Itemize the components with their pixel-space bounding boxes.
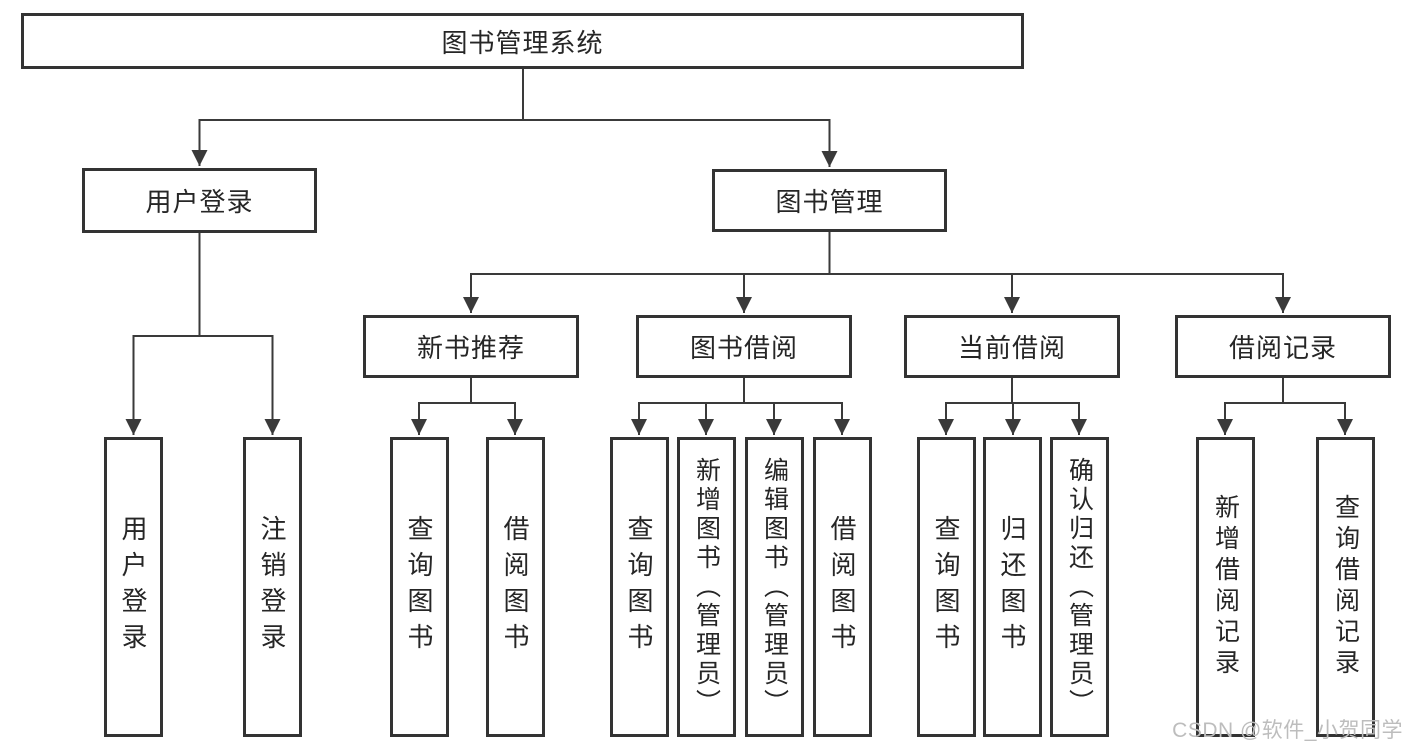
node-leaf-query-borrow-record: 查询借阅记录 (1316, 437, 1375, 737)
node-leaf-current-query-label: 查询图书 (931, 515, 961, 659)
node-root: 图书管理系统 (21, 13, 1024, 69)
node-book-management-label: 图书管理 (775, 187, 884, 217)
node-root-label: 图书管理系统 (441, 27, 604, 58)
node-borrowing-records-label: 借阅记录 (1228, 333, 1337, 363)
node-leaf-add-borrow-record-label: 新增借阅记录 (1211, 494, 1240, 680)
node-current-borrowing-label: 当前借阅 (957, 333, 1066, 363)
connector-borrow-records-to-leaves (1217, 378, 1353, 435)
node-leaf-return-book-label: 归还图书 (997, 515, 1027, 659)
node-leaf-user-login: 用户登录 (104, 437, 163, 737)
node-leaf-newbooks-query: 查询图书 (390, 437, 449, 737)
node-leaf-add-borrow-record: 新增借阅记录 (1196, 437, 1255, 737)
node-user-login-label: 用户登录 (145, 187, 254, 217)
node-leaf-add-book-admin-label: 新增图书（管理员） (692, 456, 721, 718)
node-borrowing-records: 借阅记录 (1175, 315, 1391, 378)
node-leaf-logout: 注销登录 (243, 437, 302, 737)
node-leaf-confirm-return-admin: 确认归还（管理员） (1050, 437, 1109, 737)
node-leaf-newbooks-query-label: 查询图书 (404, 515, 434, 659)
node-leaf-current-query: 查询图书 (917, 437, 976, 737)
node-leaf-return-book: 归还图书 (983, 437, 1042, 737)
node-new-book-recommend-label: 新书推荐 (416, 333, 525, 363)
node-leaf-edit-book-admin: 编辑图书（管理员） (745, 437, 804, 737)
node-leaf-borrow-query-label: 查询图书 (624, 515, 654, 659)
node-book-borrowing: 图书借阅 (636, 315, 852, 378)
connector-current-borrow-to-leaves (938, 378, 1087, 435)
node-leaf-user-login-label: 用户登录 (118, 515, 148, 659)
node-leaf-borrow-query: 查询图书 (610, 437, 669, 737)
node-current-borrowing: 当前借阅 (904, 315, 1120, 378)
node-book-borrowing-label: 图书借阅 (689, 333, 798, 363)
node-new-book-recommend: 新书推荐 (363, 315, 579, 378)
node-book-management: 图书管理 (712, 169, 947, 232)
node-leaf-borrow-book: 借阅图书 (813, 437, 872, 737)
connector-user-login-to-leaves (125, 233, 281, 435)
node-user-login: 用户登录 (82, 168, 317, 233)
node-leaf-edit-book-admin-label: 编辑图书（管理员） (760, 456, 789, 718)
connector-book-borrow-to-leaves (631, 378, 850, 435)
node-leaf-query-borrow-record-label: 查询借阅记录 (1331, 494, 1360, 680)
connector-root-to-level2 (191, 68, 838, 167)
connector-book-management-to-level3 (463, 232, 1291, 313)
node-leaf-borrow-book-label: 借阅图书 (827, 515, 857, 659)
node-leaf-confirm-return-admin-label: 确认归还（管理员） (1065, 456, 1094, 718)
node-leaf-newbooks-borrow-label: 借阅图书 (500, 515, 530, 659)
node-leaf-logout-label: 注销登录 (257, 515, 287, 659)
node-leaf-newbooks-borrow: 借阅图书 (486, 437, 545, 737)
node-leaf-add-book-admin: 新增图书（管理员） (677, 437, 736, 737)
connector-new-books-to-leaves (411, 378, 523, 435)
